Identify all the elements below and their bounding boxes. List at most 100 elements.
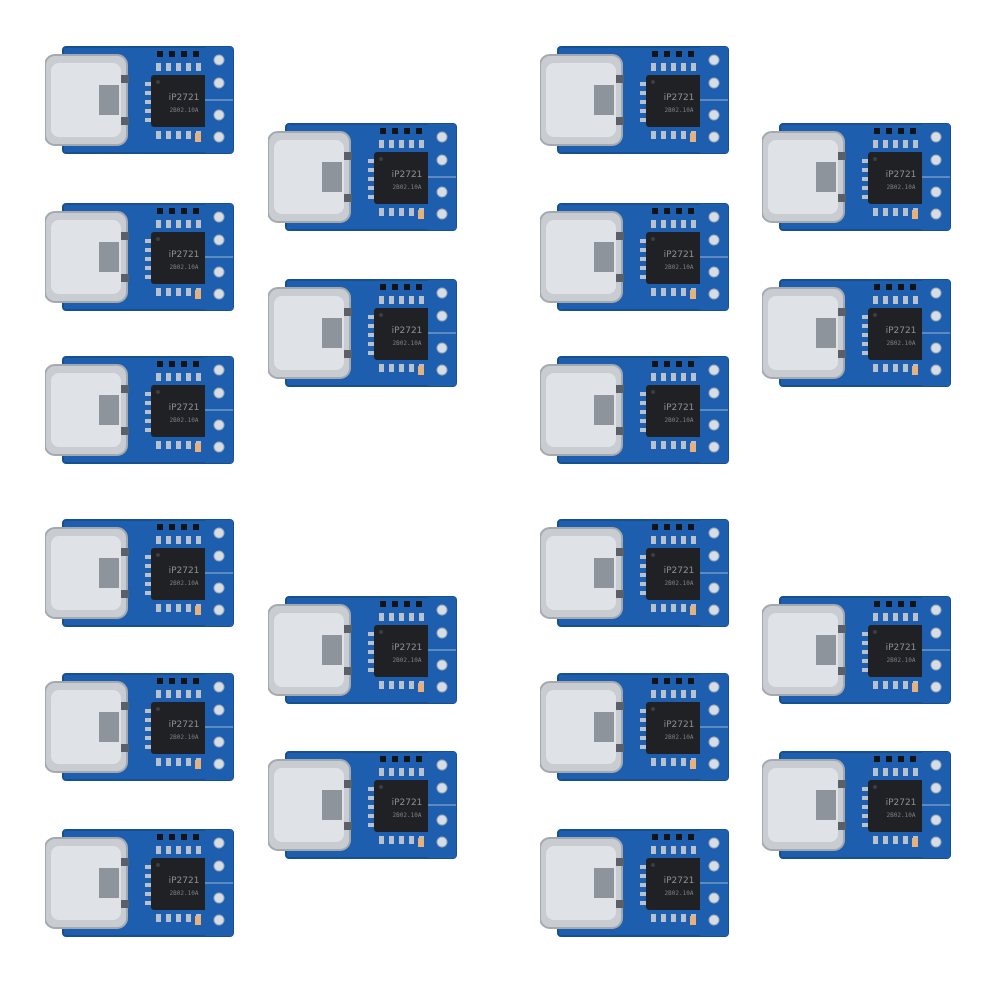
usb-c-pd-board: iP2721 2B02.10A (540, 202, 730, 312)
solder-pads (418, 124, 456, 230)
smd-components (652, 208, 694, 214)
usb-c-connector (45, 211, 129, 303)
chip-pins (640, 846, 718, 922)
chip-marking: iP2721 (886, 326, 917, 336)
ip2721-chip: iP2721 2B02.10A (151, 858, 217, 910)
chip-marking: iP2721 (392, 326, 423, 336)
usb-c-pd-board: iP2721 2B02.10A (540, 672, 730, 782)
smd-components (652, 51, 694, 57)
solder-pads (912, 597, 950, 703)
usb-c-connector (45, 54, 129, 146)
solder-pads (690, 47, 728, 153)
solder-pads (418, 752, 456, 858)
usb-c-connector (762, 287, 846, 379)
usb-c-pd-board: iP2721 2B02.10A (45, 672, 235, 782)
chip-marking: iP2721 (169, 250, 200, 260)
chip-code: 2B02.10A (887, 812, 916, 819)
solder-pads (195, 204, 233, 310)
smd-components (380, 128, 422, 134)
ip2721-chip: iP2721 2B02.10A (868, 308, 934, 360)
chip-code: 2B02.10A (170, 107, 199, 114)
smd-components (652, 834, 694, 840)
usb-c-connector (540, 837, 624, 929)
chip-code: 2B02.10A (170, 734, 199, 741)
chip-marking: iP2721 (169, 93, 200, 103)
solder-pads (690, 520, 728, 626)
chip-code: 2B02.10A (665, 107, 694, 114)
smd-components (157, 208, 199, 214)
usb-c-pd-board: iP2721 2B02.10A (268, 750, 458, 860)
solder-pads (195, 674, 233, 780)
chip-marking: iP2721 (664, 566, 695, 576)
chip-code: 2B02.10A (393, 657, 422, 664)
ip2721-chip: iP2721 2B02.10A (151, 232, 217, 284)
ip2721-chip: iP2721 2B02.10A (868, 625, 934, 677)
chip-marking: iP2721 (169, 720, 200, 730)
usb-c-pd-board: iP2721 2B02.10A (762, 278, 952, 388)
smd-components (874, 128, 916, 134)
chip-code: 2B02.10A (393, 812, 422, 819)
chip-marking: iP2721 (169, 403, 200, 413)
usb-c-connector (540, 527, 624, 619)
ip2721-chip: iP2721 2B02.10A (151, 548, 217, 600)
chip-marking: iP2721 (886, 170, 917, 180)
chip-code: 2B02.10A (170, 417, 199, 424)
usb-c-pd-board: iP2721 2B02.10A (268, 595, 458, 705)
usb-c-connector (540, 364, 624, 456)
solder-pads (690, 674, 728, 780)
usb-c-connector (268, 131, 352, 223)
ip2721-chip: iP2721 2B02.10A (374, 308, 440, 360)
smd-components (157, 834, 199, 840)
usb-c-connector (45, 364, 129, 456)
usb-c-pd-board: iP2721 2B02.10A (762, 595, 952, 705)
ip2721-chip: iP2721 2B02.10A (646, 702, 712, 754)
chip-marking: iP2721 (664, 250, 695, 260)
chip-marking: iP2721 (664, 93, 695, 103)
usb-c-pd-board: iP2721 2B02.10A (762, 122, 952, 232)
usb-c-connector (45, 681, 129, 773)
chip-marking: iP2721 (664, 876, 695, 886)
chip-code: 2B02.10A (393, 184, 422, 191)
ip2721-chip: iP2721 2B02.10A (646, 858, 712, 910)
solder-pads (195, 47, 233, 153)
usb-c-connector (268, 759, 352, 851)
solder-pads (690, 204, 728, 310)
ip2721-chip: iP2721 2B02.10A (646, 548, 712, 600)
smd-components (652, 361, 694, 367)
solder-pads (195, 520, 233, 626)
ip2721-chip: iP2721 2B02.10A (646, 75, 712, 127)
usb-c-pd-board: iP2721 2B02.10A (540, 518, 730, 628)
ip2721-chip: iP2721 2B02.10A (151, 702, 217, 754)
usb-c-connector (268, 604, 352, 696)
chip-marking: iP2721 (664, 720, 695, 730)
smd-components (874, 756, 916, 762)
usb-c-connector (540, 211, 624, 303)
ip2721-chip: iP2721 2B02.10A (151, 75, 217, 127)
usb-c-pd-board: iP2721 2B02.10A (540, 355, 730, 465)
solder-pads (195, 357, 233, 463)
chip-code: 2B02.10A (665, 890, 694, 897)
ip2721-chip: iP2721 2B02.10A (374, 152, 440, 204)
smd-components (380, 601, 422, 607)
chip-code: 2B02.10A (665, 734, 694, 741)
usb-c-connector (540, 681, 624, 773)
chip-code: 2B02.10A (665, 580, 694, 587)
usb-c-pd-board: iP2721 2B02.10A (45, 355, 235, 465)
chip-marking: iP2721 (392, 798, 423, 808)
solder-pads (195, 830, 233, 936)
ip2721-chip: iP2721 2B02.10A (646, 385, 712, 437)
solder-pads (418, 280, 456, 386)
solder-pads (912, 280, 950, 386)
smd-components (380, 284, 422, 290)
usb-c-connector (45, 527, 129, 619)
usb-c-pd-board: iP2721 2B02.10A (45, 202, 235, 312)
ip2721-chip: iP2721 2B02.10A (868, 780, 934, 832)
chip-marking: iP2721 (169, 876, 200, 886)
chip-code: 2B02.10A (665, 417, 694, 424)
chip-code: 2B02.10A (887, 184, 916, 191)
usb-c-connector (762, 604, 846, 696)
usb-c-pd-board: iP2721 2B02.10A (268, 122, 458, 232)
smd-components (652, 678, 694, 684)
smd-components (157, 678, 199, 684)
chip-marking: iP2721 (392, 643, 423, 653)
